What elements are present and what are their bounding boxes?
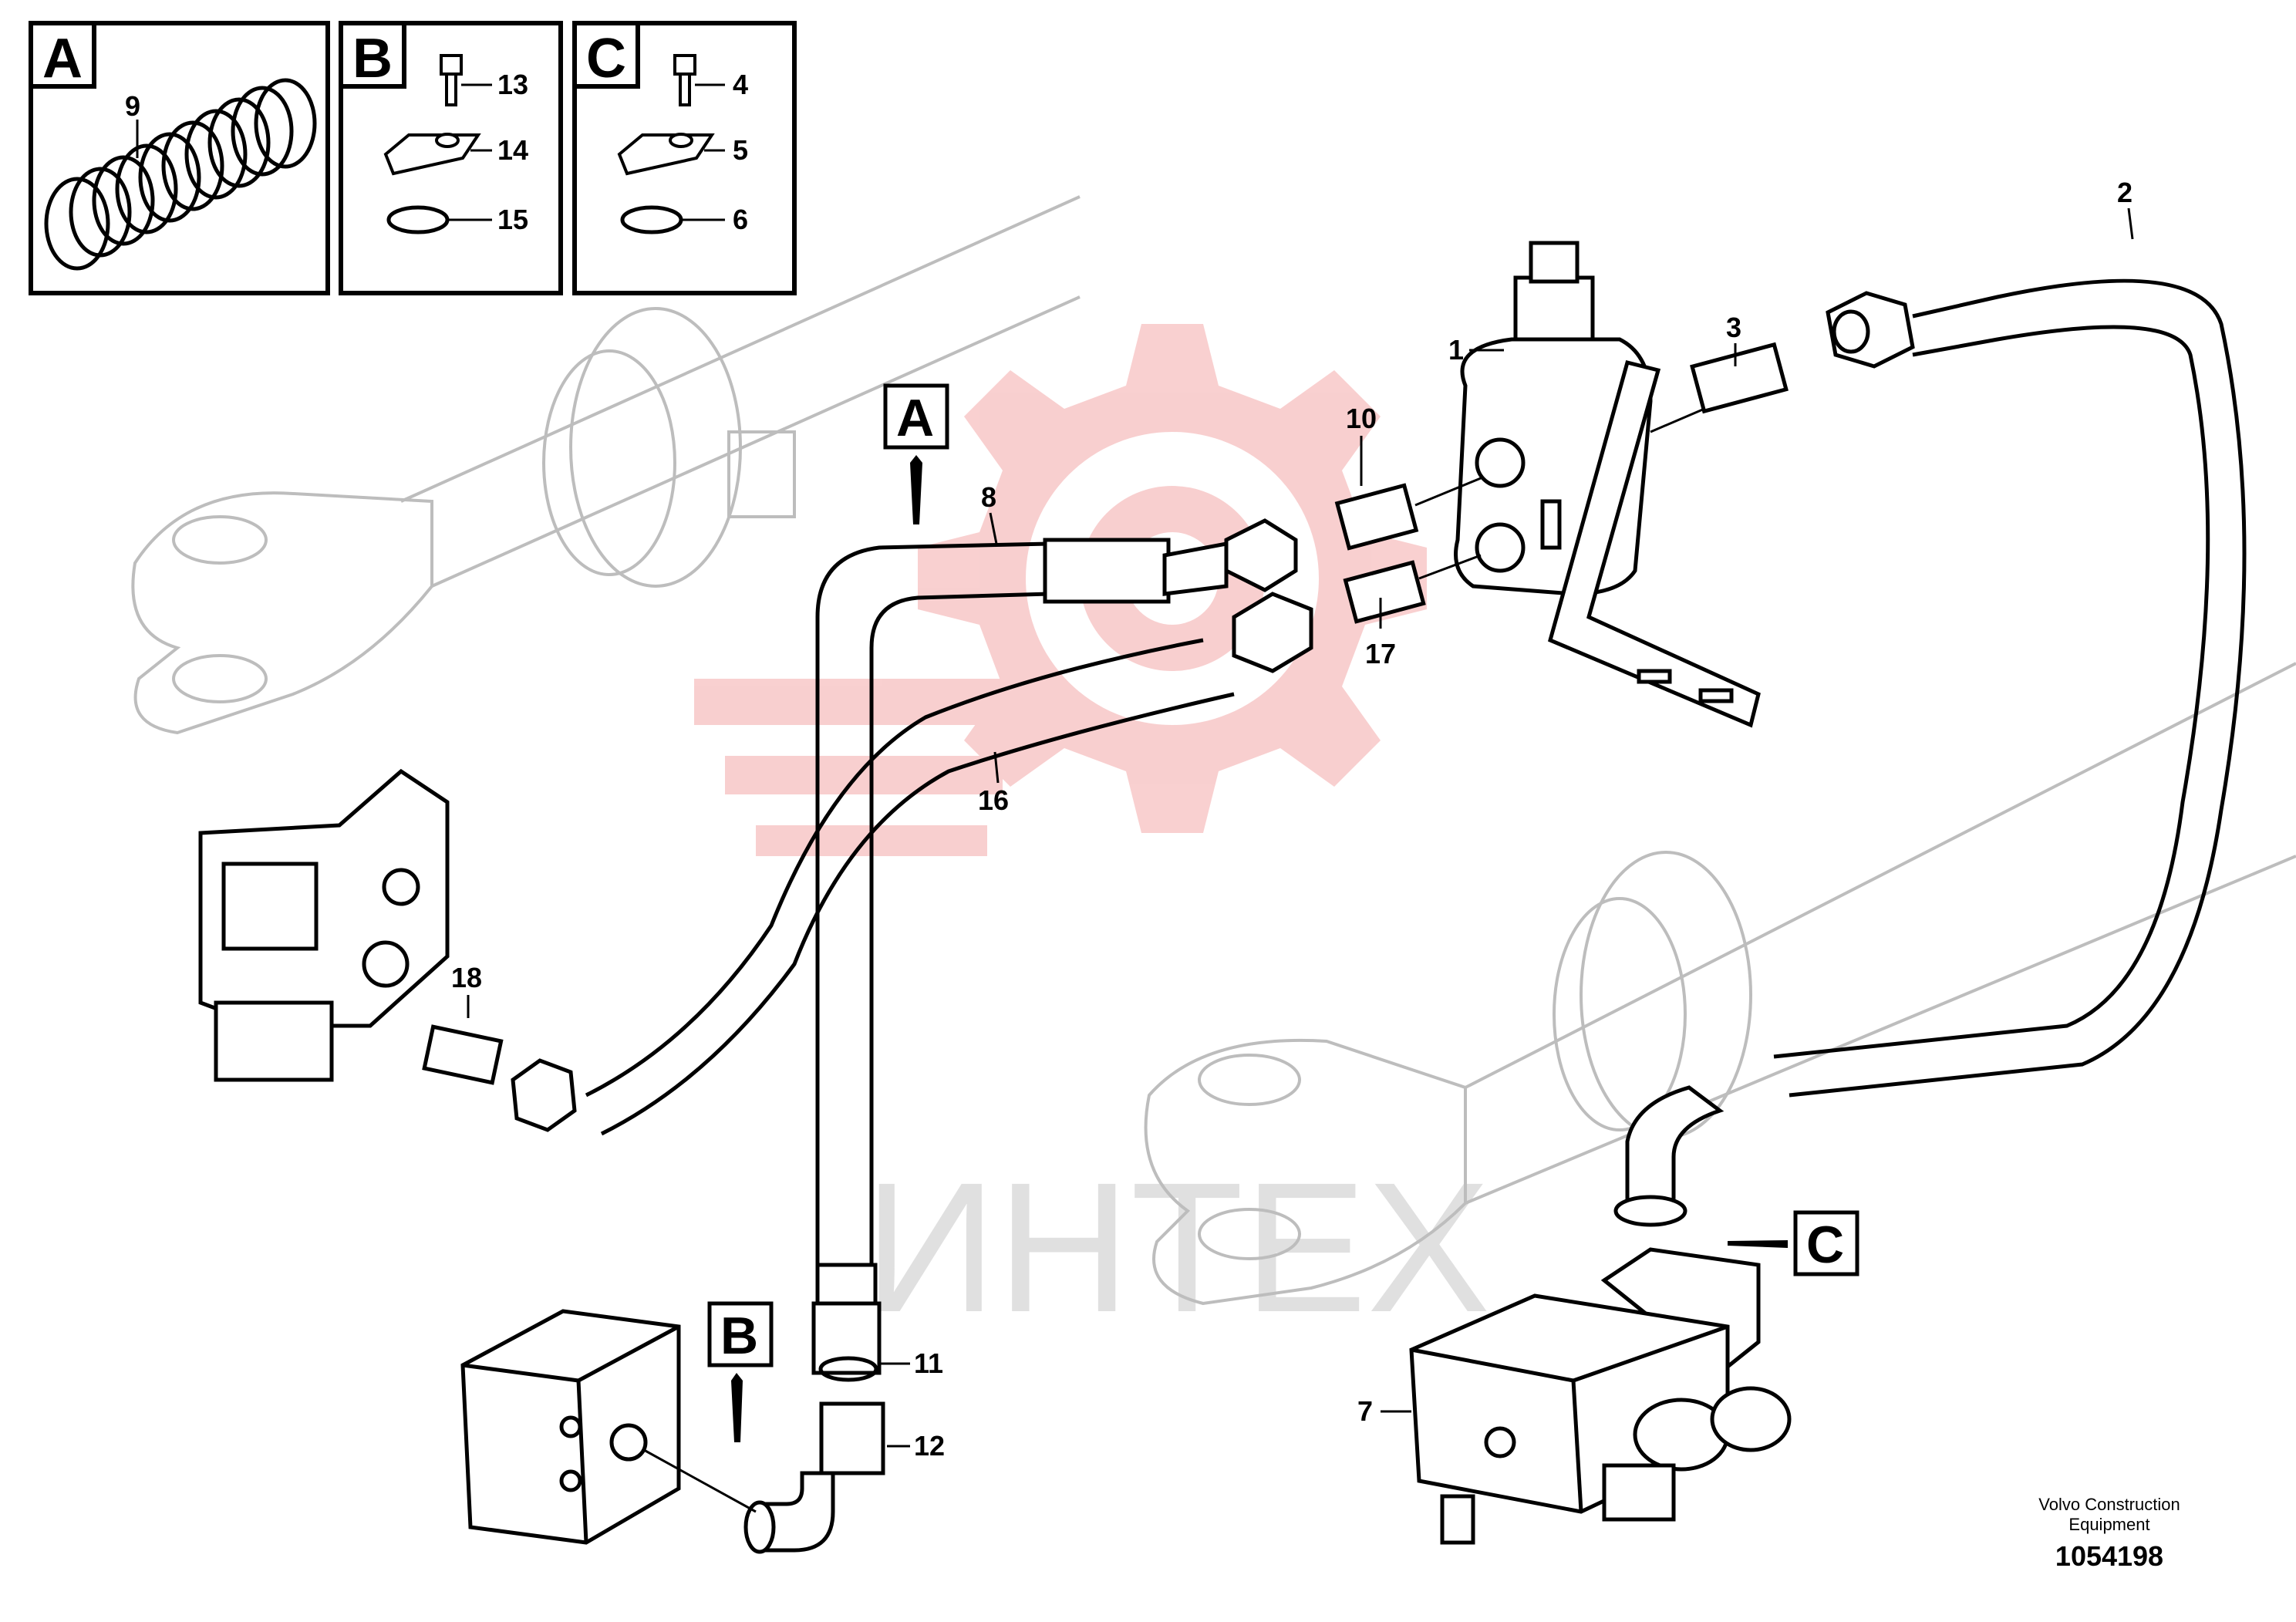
view-marker-a: A (883, 383, 949, 524)
callout-6: 6 (733, 204, 748, 235)
callout-15: 15 (497, 204, 528, 235)
hose-fitting-2-start (1613, 1085, 1725, 1227)
elbow-12 (743, 1401, 885, 1554)
watermark-text: ИНТЕХ (864, 1144, 1491, 1351)
adapter-18 (422, 1024, 504, 1085)
footer-company-line2: Equipment (2068, 1515, 2149, 1534)
hose-fitting-2-end (1826, 291, 1915, 369)
valve-block-7 (1409, 1247, 1792, 1545)
detail-box-b: B 13 14 15 (339, 21, 563, 295)
hose-fitting-16-end (1232, 592, 1313, 673)
callout-2: 2 (2117, 177, 2132, 208)
callout-10: 10 (1346, 403, 1377, 434)
callouts (467, 207, 2134, 1448)
adapter-17 (1343, 554, 1482, 624)
detail-box-c-letter: C (586, 28, 626, 89)
hose-2 (1773, 278, 2247, 1098)
hose-16 (585, 638, 1235, 1136)
callout-14: 14 (497, 134, 528, 166)
callout-8: 8 (981, 481, 996, 513)
callout-12: 12 (914, 1430, 945, 1462)
callout-1: 1 (1448, 334, 1464, 366)
callout-3: 3 (1726, 312, 1741, 343)
clamp-icon (383, 133, 481, 176)
control-valve-block (198, 768, 450, 1082)
hose-fitting-16-start (511, 1058, 577, 1132)
detail-box-a-letter: A (42, 28, 83, 89)
clamp-icon (617, 133, 715, 176)
view-marker-b-letter: B (720, 1307, 758, 1365)
callout-4: 4 (733, 69, 748, 100)
bracket (1548, 359, 1761, 728)
callout-16: 16 (978, 784, 1009, 816)
manifold-block (460, 1309, 757, 1545)
oring-11 (818, 1356, 878, 1382)
bolt-icon (673, 54, 696, 106)
detail-box-c: C 4 5 6 (572, 21, 797, 295)
callout-5: 5 (733, 134, 748, 166)
view-marker-a-letter: A (896, 389, 934, 447)
callout-18: 18 (451, 962, 482, 993)
ghost-cylinder-upper (131, 195, 1081, 735)
hose-fitting-8-end (1162, 518, 1298, 596)
footer-drawing-number: 1054198 (2055, 1540, 2163, 1572)
detail-box-b-letter: B (352, 28, 393, 89)
spiral-guard-icon (44, 78, 317, 271)
callout-13: 13 (497, 69, 528, 100)
adapter-3 (1650, 342, 1789, 433)
callout-7: 7 (1357, 1395, 1373, 1427)
callout-11: 11 (914, 1347, 943, 1379)
bolt-icon (440, 54, 463, 106)
view-marker-c-letter: C (1806, 1216, 1844, 1274)
callout-9: 9 (125, 90, 140, 122)
adapter-10 (1334, 477, 1482, 551)
callout-17: 17 (1365, 638, 1396, 669)
detail-box-a: A 9 (29, 21, 330, 295)
footer-company-line1: Volvo Construction (2038, 1495, 2180, 1514)
view-marker-c: C (1728, 1210, 1859, 1276)
view-marker-b: B (707, 1301, 774, 1442)
